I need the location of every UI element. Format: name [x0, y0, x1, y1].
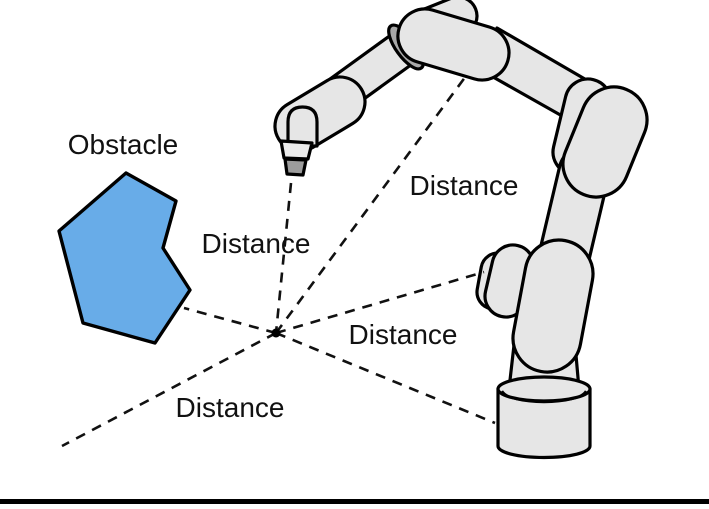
obstacle-polygon	[57, 171, 192, 345]
robot-elbow-joint	[561, 85, 649, 199]
tool-tip	[283, 157, 308, 177]
distance-label-upper: Distance	[410, 170, 519, 201]
robot-wrist-knuckle	[286, 105, 319, 148]
obstacle-label: Obstacle	[68, 129, 179, 160]
distance-label-bottom: Distance	[176, 392, 285, 423]
robot-base-cylinder	[496, 387, 592, 460]
distance-label-obstacle: Distance	[202, 228, 311, 259]
distance-ray-to-base	[275, 331, 496, 425]
robot-base-rim-inner-edge	[500, 390, 588, 404]
distance-ray-to-tool	[274, 182, 293, 334]
distance-label-right: Distance	[349, 319, 458, 350]
robot-shoulder-joint	[396, 7, 511, 82]
distance-rays	[61, 75, 496, 448]
distance-ray-bottom-left	[61, 331, 277, 448]
distance-ray-to-obstacle	[183, 306, 277, 335]
tool-flange	[279, 139, 314, 161]
measurement-point-dot	[271, 328, 281, 338]
robot-arm	[273, 0, 649, 460]
distance-ray-to-wrist	[275, 270, 485, 335]
robot-wrist2-joint	[511, 238, 595, 374]
bottom-rule	[0, 499, 709, 504]
